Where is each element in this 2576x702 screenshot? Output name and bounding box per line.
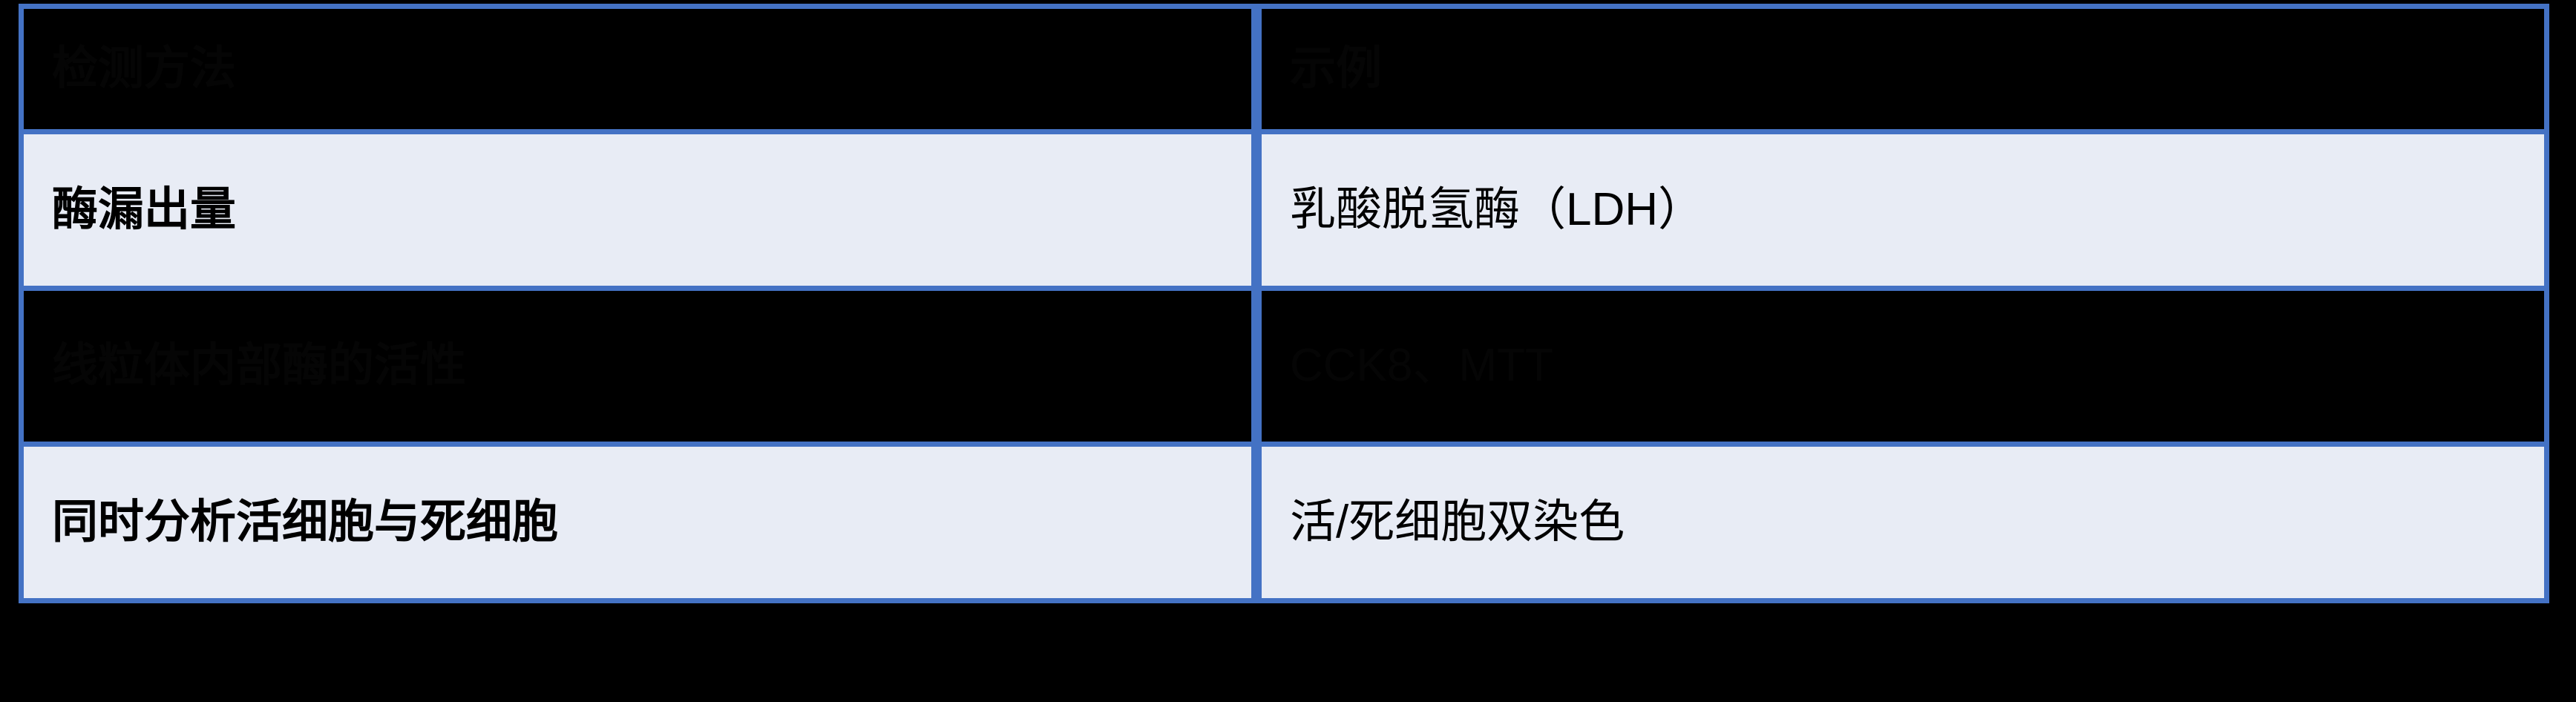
table-row: 酶漏出量 乳酸脱氢酶（LDH）	[19, 134, 2549, 291]
cell-method: 线粒体内部酶的活性	[19, 290, 1256, 447]
table-header-row: 检测方法 示例	[19, 4, 2549, 134]
table-body: 酶漏出量 乳酸脱氢酶（LDH） 线粒体内部酶的活性 CCK8、MTT 同时分析活…	[19, 134, 2549, 603]
column-header-example: 示例	[1256, 4, 2549, 134]
table-header: 检测方法 示例	[19, 4, 2549, 134]
column-header-method: 检测方法	[19, 4, 1256, 134]
table-row: 同时分析活细胞与死细胞 活/死细胞双染色	[19, 447, 2549, 603]
detection-methods-table-container: 检测方法 示例 酶漏出量 乳酸脱氢酶（LDH） 线粒体内部酶的活性 CCK8、M…	[19, 4, 2549, 603]
detection-methods-table: 检测方法 示例 酶漏出量 乳酸脱氢酶（LDH） 线粒体内部酶的活性 CCK8、M…	[19, 4, 2549, 603]
cell-method: 同时分析活细胞与死细胞	[19, 447, 1256, 603]
cell-example: 活/死细胞双染色	[1256, 447, 2549, 603]
cell-method: 酶漏出量	[19, 134, 1256, 291]
cell-example: 乳酸脱氢酶（LDH）	[1256, 134, 2549, 291]
cell-example: CCK8、MTT	[1256, 290, 2549, 447]
table-row: 线粒体内部酶的活性 CCK8、MTT	[19, 290, 2549, 447]
